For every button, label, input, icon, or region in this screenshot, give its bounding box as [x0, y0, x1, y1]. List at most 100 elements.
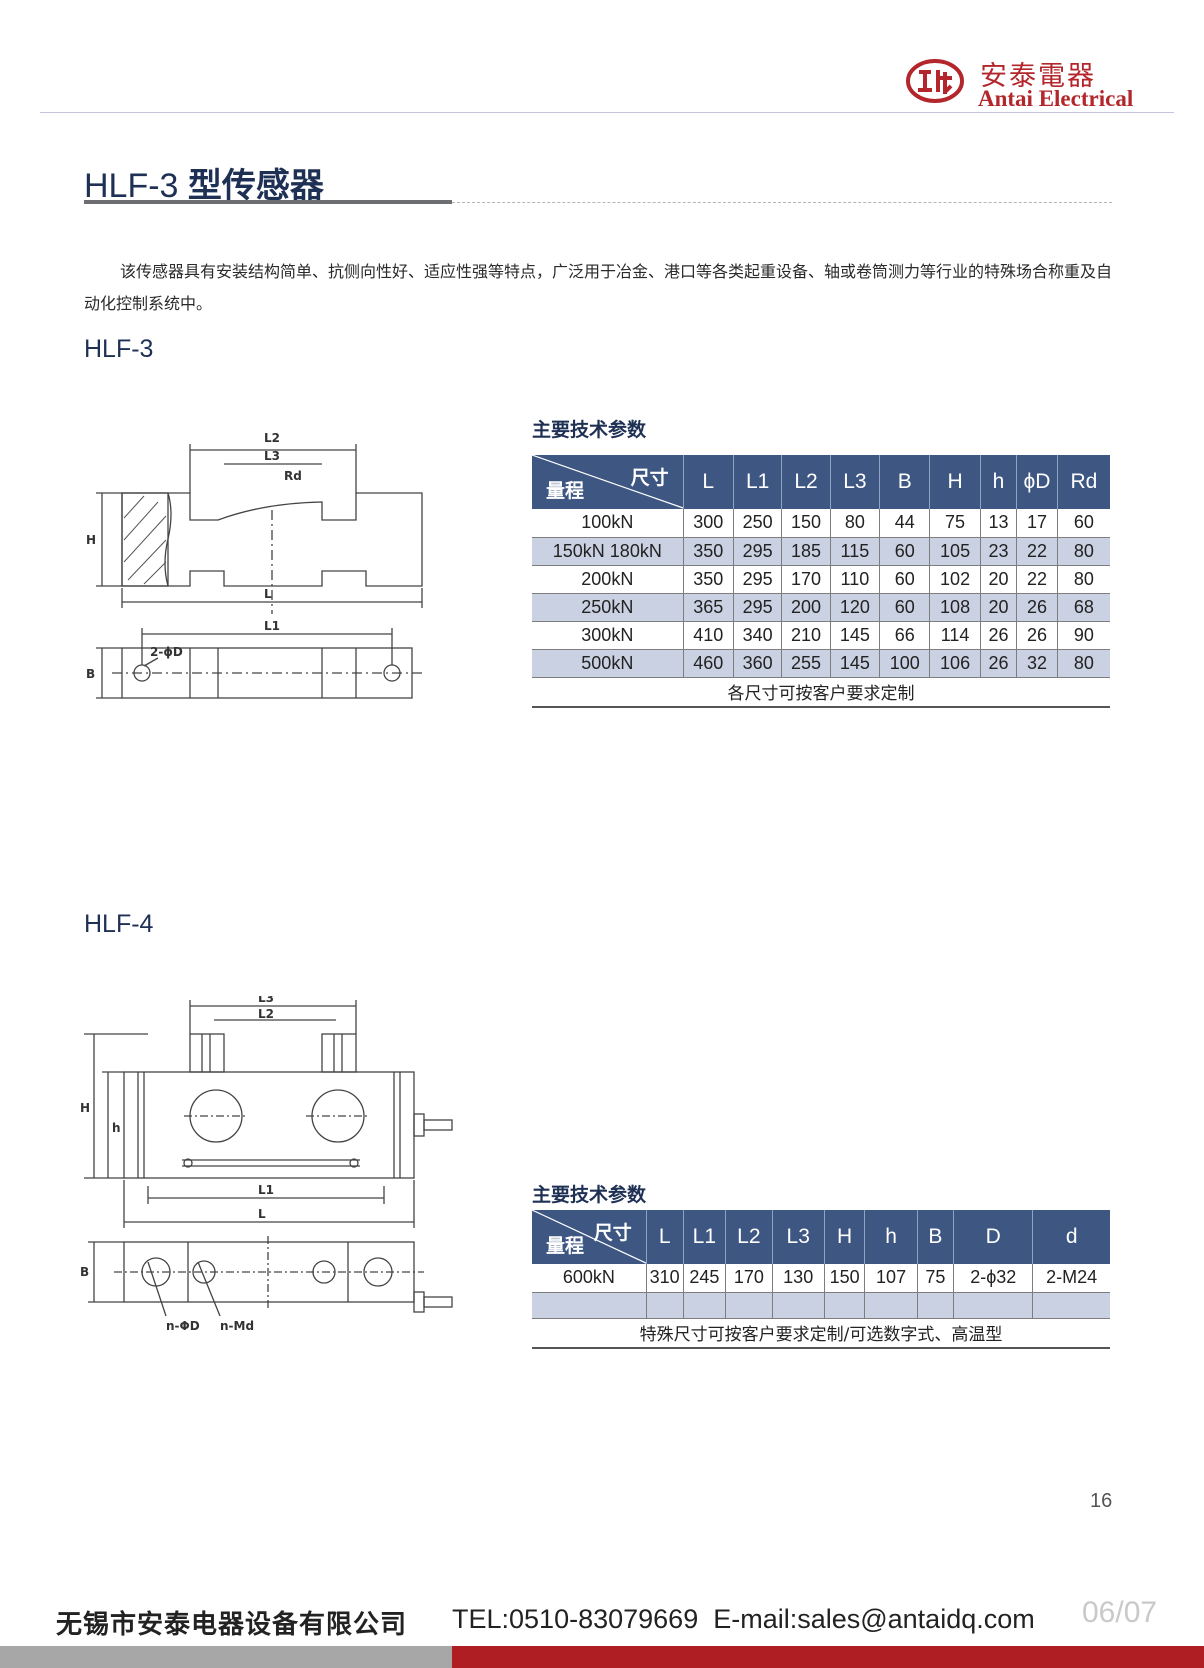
table-cell	[953, 1292, 1033, 1319]
hlf3-dim-l1: L1	[264, 619, 280, 633]
hlf4-dim-b: B	[80, 1265, 89, 1279]
hlf4-corner-cell: 尺寸 量程	[532, 1210, 647, 1264]
hlf3-dim-d: 2-ϕD	[150, 645, 183, 659]
table-cell: 365	[682, 593, 734, 622]
hlf4-header-range: 量程	[546, 1235, 585, 1257]
range-cell: 500kN	[532, 649, 684, 678]
table-cell	[682, 1292, 726, 1319]
hlf3-corner-cell: 尺寸 量程	[532, 455, 684, 509]
table-cell	[725, 1292, 773, 1319]
hlf4-dim-l3: L3	[258, 996, 274, 1005]
table-cell: 110	[829, 565, 880, 594]
table-cell: 115	[829, 537, 880, 566]
hlf3-col-header: L1	[732, 455, 782, 509]
hlf4-header-dim: 尺寸	[593, 1222, 632, 1244]
table-cell: 245	[682, 1264, 726, 1293]
table-cell: 60	[1056, 509, 1110, 538]
hlf3-header-dim: 尺寸	[630, 467, 669, 489]
hlf4-col-header: B	[916, 1210, 954, 1264]
table-cell: 80	[1056, 649, 1110, 678]
hlf3-dim-rd: Rd	[284, 469, 302, 483]
table-cell: 80	[1056, 565, 1110, 594]
table-cell: 295	[732, 593, 782, 622]
table-row: 600kN 310 245 170 130 150 107 75 2-ϕ32 2…	[532, 1264, 1110, 1293]
table-cell: 26	[1016, 621, 1058, 650]
table-cell: 100	[879, 649, 930, 678]
hlf3-col-header: Rd	[1056, 455, 1110, 509]
header-divider	[40, 112, 1174, 113]
hlf4-table-header: 尺寸 量程 L L1 L2 L3 H h B D d	[532, 1210, 1110, 1264]
page-title-suffix: 型传感器	[187, 166, 324, 206]
page-number: 16	[1090, 1490, 1113, 1512]
table-cell: 295	[732, 565, 782, 594]
table-cell: 107	[864, 1264, 918, 1293]
footer-company-name: 无锡市安泰电器设备有限公司	[56, 1610, 408, 1640]
hlf3-spec-heading: 主要技术参数	[532, 419, 647, 441]
hlf3-col-header: L3	[829, 455, 880, 509]
table-cell: 75	[916, 1264, 954, 1293]
hlf4-col-header: H	[823, 1210, 865, 1264]
table-cell: 44	[879, 509, 930, 538]
table-cell: 210	[781, 621, 831, 650]
table-cell: 295	[732, 537, 782, 566]
table-cell: 66	[879, 621, 930, 650]
hlf3-dim-l: L	[264, 587, 272, 601]
table-cell	[645, 1292, 684, 1319]
table-cell: 150	[781, 509, 831, 538]
table-row: 250kN 365 295 200 120 60 108 20 26 68	[532, 593, 1110, 622]
table-cell: 80	[829, 509, 880, 538]
hlf4-spec-table: 尺寸 量程 L L1 L2 L3 H h B D d 600kN 310 245…	[532, 1210, 1110, 1349]
table-cell: 145	[829, 649, 880, 678]
hlf4-dim-l1: L1	[258, 1183, 274, 1197]
hlf4-col-header: h	[864, 1210, 918, 1264]
brand-name-en: Antai Electrical	[978, 86, 1134, 111]
table-row: 300kN 410 340 210 145 66 114 26 26 90	[532, 621, 1110, 650]
table-cell: 310	[645, 1264, 684, 1293]
table-cell: 17	[1016, 509, 1058, 538]
footer-folio: 06/07	[1082, 1596, 1158, 1629]
table-cell: 350	[682, 537, 734, 566]
hlf3-col-header: H	[929, 455, 981, 509]
table-cell: 300	[682, 509, 734, 538]
table-cell: 22	[1016, 537, 1058, 566]
table-note-row: 特殊尺寸可按客户要求定制/可选数字式、高温型	[532, 1318, 1110, 1349]
hlf3-dim-l3: L3	[264, 449, 280, 463]
table-cell: 60	[879, 537, 930, 566]
hlf3-dim-b: B	[86, 667, 95, 681]
table-cell: 170	[725, 1264, 773, 1293]
table-cell: 360	[732, 649, 782, 678]
hlf4-dim-l: L	[258, 1207, 266, 1221]
hlf3-header-range: 量程	[546, 480, 585, 502]
hlf3-spec-table: 尺寸 量程 L L1 L2 L3 B H h ϕD Rd 100kN 300 2…	[532, 455, 1110, 708]
table-cell: 2-ϕ32	[953, 1264, 1033, 1293]
table-cell: 26	[979, 649, 1017, 678]
table-cell: 340	[732, 621, 782, 650]
hlf4-col-header: D	[953, 1210, 1033, 1264]
title-underline	[84, 200, 452, 204]
hlf4-dim-nmd: n-Md	[220, 1319, 254, 1333]
table-cell: 26	[1016, 593, 1058, 622]
page-title-model: HLF-3	[84, 167, 179, 205]
hlf4-dim-h-small: h	[112, 1121, 121, 1135]
table-cell: 255	[781, 649, 831, 678]
footer-bar-grey	[0, 1646, 452, 1668]
table-cell: 114	[929, 621, 981, 650]
table-cell	[771, 1292, 825, 1319]
table-cell	[532, 1292, 647, 1319]
section-label-hlf3: HLF-3	[84, 335, 154, 363]
table-cell: 102	[929, 565, 981, 594]
hlf3-col-header: ϕD	[1016, 455, 1058, 509]
table-cell: 150	[823, 1264, 865, 1293]
section-label-hlf4: HLF-4	[84, 910, 154, 938]
table-cell: 2-M24	[1032, 1264, 1110, 1293]
table-cell: 350	[682, 565, 734, 594]
table-cell	[864, 1292, 918, 1319]
table-cell: 108	[929, 593, 981, 622]
table-cell: 185	[781, 537, 831, 566]
table-cell	[916, 1292, 954, 1319]
range-cell: 200kN	[532, 565, 684, 594]
range-cell: 150kN 180kN	[532, 537, 684, 566]
table-cell: 106	[929, 649, 981, 678]
table-cell: 22	[1016, 565, 1058, 594]
hlf4-col-header: L	[645, 1210, 684, 1264]
